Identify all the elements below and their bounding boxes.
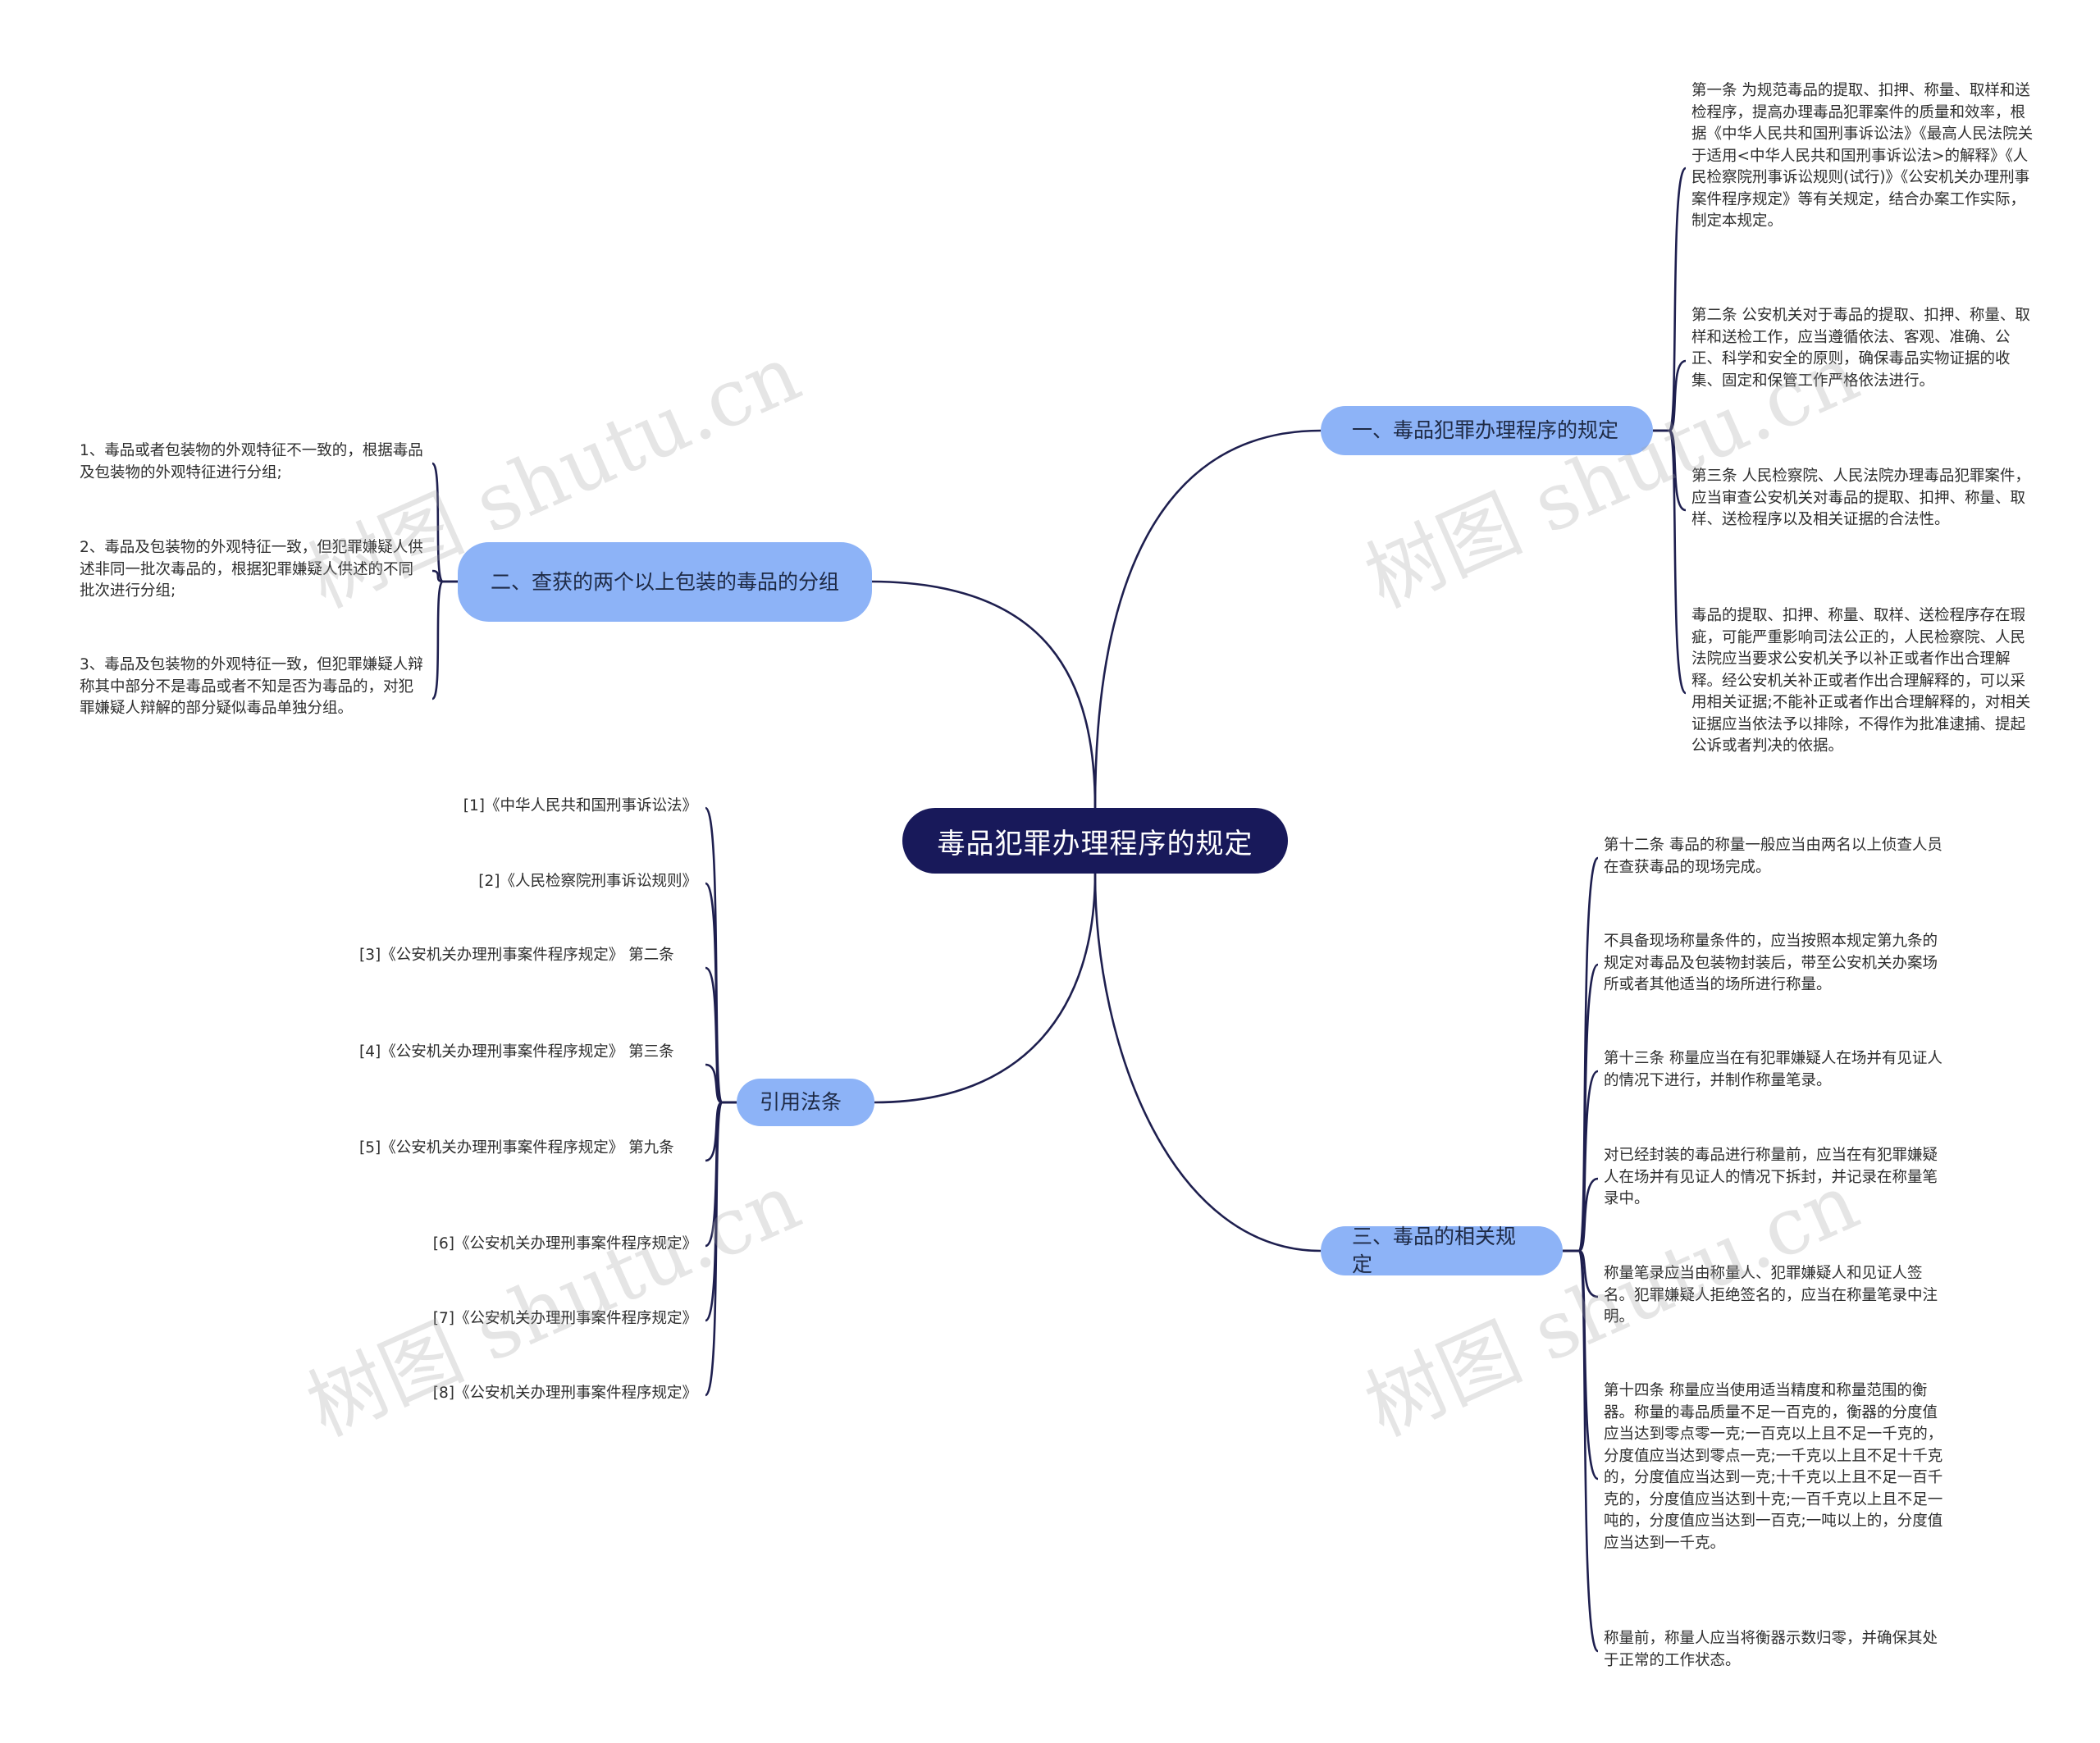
edge-b3-leaf-8 [704, 1101, 737, 1397]
edge-root-b1 [1093, 429, 1322, 809]
branch-cited-laws[interactable]: 引用法条 [737, 1079, 874, 1126]
leaf-weighing-1: 第十二条 毒品的称量一般应当由两名以上侦查人员在查获毒品的现场完成。 [1604, 837, 1942, 876]
leaf-procedure-1: 第一条 为规范毒品的提取、扣押、称量、取样和送检程序，提高办理毒品犯罪案件的质量… [1691, 82, 2034, 230]
edge-b1-leaf-2 [1653, 359, 1687, 432]
edge-b1-leaf-3 [1653, 429, 1687, 512]
edge-b2-leaf-1 [431, 462, 458, 583]
edge-b3-leaf-7 [704, 1101, 737, 1322]
leaf-citation-1: [1]《中华人民共和国刑事诉讼法》 [463, 797, 697, 814]
leaf-procedure-2: 第二条 公安机关对于毒品的提取、扣押、称量、取样和送检工作，应当遵循依法、客观、… [1691, 307, 2030, 390]
edge-root-b2 [871, 580, 1097, 809]
leaf-procedure-3: 第三条 人民检察院、人民法院办理毒品犯罪案件，应当审查公安机关对毒品的提取、扣押… [1691, 468, 2030, 528]
leaf-citation-4: [4]《公安机关办理刑事案件程序规定》 第三条 [359, 1043, 674, 1061]
edge-b4-leaf-3 [1563, 1070, 1599, 1252]
leaf-weighing-2: 不具备现场称量条件的，应当按照本规定第九条的规定对毒品及包装物封装后，带至公安机… [1604, 933, 1938, 993]
leaf-weighing-6: 第十四条 称量应当使用适当精度和称量范围的衡器。称量的毒品质量不足一百克的，衡器… [1604, 1382, 1943, 1552]
edge-b4-leaf-1 [1563, 856, 1600, 1252]
edge-b3-leaf-3 [705, 966, 737, 1104]
leaf-grouping-1: 1、毒品或者包装物的外观特征不一致的，根据毒品及包装物的外观特征进行分组; [80, 442, 423, 481]
leaf-citation-3: [3]《公安机关办理刑事案件程序规定》 第二条 [359, 947, 674, 964]
leaf-grouping-3: 3、毒品及包装物的外观特征一致，但犯罪嫌疑人辩称其中部分不是毒品或者不知是否为毒… [80, 656, 423, 717]
leaf-weighing-4: 对已经封装的毒品进行称量前，应当在有犯罪嫌疑人在场并有见证人的情况下拆封，并记录… [1604, 1147, 1938, 1207]
edge-b4-leaf-7 [1563, 1249, 1600, 1653]
edge-b1-leaf-4 [1653, 429, 1687, 695]
branch-related-rules[interactable]: 三、毒品的相关规定 [1321, 1225, 1563, 1276]
leaf-weighing-5: 称量笔录应当由称量人、犯罪嫌疑人和见证人签名。犯罪嫌疑人拒绝签名的，应当在称量笔… [1604, 1265, 1938, 1326]
edge-b3-leaf-6 [705, 1101, 737, 1248]
edge-b3-leaf-2 [704, 882, 737, 1104]
edge-b3-leaf-4 [705, 1063, 737, 1104]
leaf-procedure-4: 毒品的提取、扣押、称量、取样、送检程序存在瑕疵，可能严重影响司法公正的，人民检察… [1691, 607, 2031, 755]
edge-b4-leaf-4 [1563, 1177, 1599, 1252]
edge-b2-leaf-3 [431, 580, 458, 700]
edge-b2-leaf-2 [431, 569, 458, 583]
leaf-citation-2: [2]《人民检察院刑事诉讼规则》 [478, 873, 697, 890]
edge-b3-leaf-5 [705, 1101, 737, 1162]
leaf-weighing-3: 第十三条 称量应当在有犯罪嫌疑人在场并有见证人的情况下进行，并制作称量笔录。 [1604, 1050, 1942, 1089]
leaf-weighing-7: 称量前，称量人应当将衡器示数归零，并确保其处于正常的工作状态。 [1604, 1630, 1938, 1669]
edge-b4-leaf-2 [1563, 963, 1600, 1252]
leaf-citation-6: [6]《公安机关办理刑事案件程序规定》 [432, 1235, 697, 1252]
leaf-citation-5: [5]《公安机关办理刑事案件程序规定》 第九条 [359, 1139, 674, 1157]
branch-grouping[interactable]: 二、查获的两个以上包装的毒品的分组 [458, 542, 872, 622]
leaf-citation-8: [8]《公安机关办理刑事案件程序规定》 [432, 1385, 697, 1402]
root-node[interactable]: 毒品犯罪办理程序的规定 [902, 808, 1288, 874]
leaf-citation-7: [7]《公安机关办理刑事案件程序规定》 [432, 1310, 697, 1327]
edge-b3-leaf-1 [704, 806, 737, 1104]
edge-root-b3 [874, 873, 1097, 1104]
edge-b4-leaf-6 [1563, 1249, 1599, 1481]
leaf-grouping-2: 2、毒品及包装物的外观特征一致，但犯罪嫌疑人供述非同一批次毒品的，根据犯罪嫌疑人… [80, 539, 423, 600]
edge-root-b4 [1093, 873, 1322, 1252]
edge-b1-leaf-1 [1653, 167, 1687, 432]
branch-procedure-rules[interactable]: 一、毒品犯罪办理程序的规定 [1321, 406, 1653, 455]
